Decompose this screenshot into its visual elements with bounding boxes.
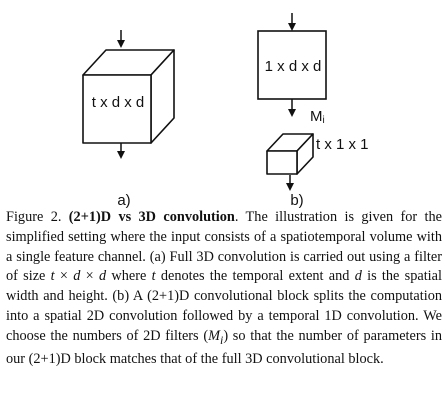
full-3d-cube — [82, 49, 175, 144]
caption-math: d — [99, 268, 107, 285]
caption-title: (2+1)D vs 3D convolution — [68, 209, 235, 225]
panel-b-label: b) — [290, 192, 303, 209]
cube-size-label: t x d x d — [92, 94, 145, 111]
figure-diagram: t x d x d a) 1 x d x d Mi t x 1 x 1 — [82, 13, 369, 209]
caption-math: d — [354, 268, 362, 285]
figure: t x d x d a) 1 x d x d Mi t x 1 x 1 — [82, 13, 369, 209]
caption-prefix: Figure 2. — [6, 209, 69, 225]
caption-math: t — [151, 268, 156, 285]
panel-a: t x d x d a) — [82, 30, 175, 209]
temporal-filter-label: t x 1 x 1 — [316, 136, 369, 153]
caption-math: M — [208, 327, 221, 344]
caption-text: where — [106, 268, 152, 285]
caption-text: denotes the temporal extent and — [155, 268, 355, 285]
caption-math: × — [80, 268, 99, 285]
caption-text: is the spatial width and height. (b) A (… — [6, 268, 442, 344]
caption-math: × — [54, 268, 74, 285]
num-filters-label: Mi — [310, 108, 325, 126]
spatial-filter-label: 1 x d x d — [265, 58, 322, 75]
panel-b: 1 x d x d Mi t x 1 x 1 b) — [257, 13, 369, 209]
temporal-1d-filter — [266, 133, 314, 175]
caption-text: ) so that the number of parameters in ou… — [6, 327, 443, 368]
figure-caption: Figure 2. (2+1)D vs 3D convolution. The … — [6, 208, 442, 370]
caption-text: . The illustration is given for the simp… — [6, 209, 443, 285]
caption-math: d — [73, 268, 81, 285]
spatial-2d-filter — [257, 30, 327, 100]
panel-a-label: a) — [117, 192, 130, 209]
caption-math: t — [50, 268, 55, 285]
caption-math: i — [220, 332, 224, 347]
